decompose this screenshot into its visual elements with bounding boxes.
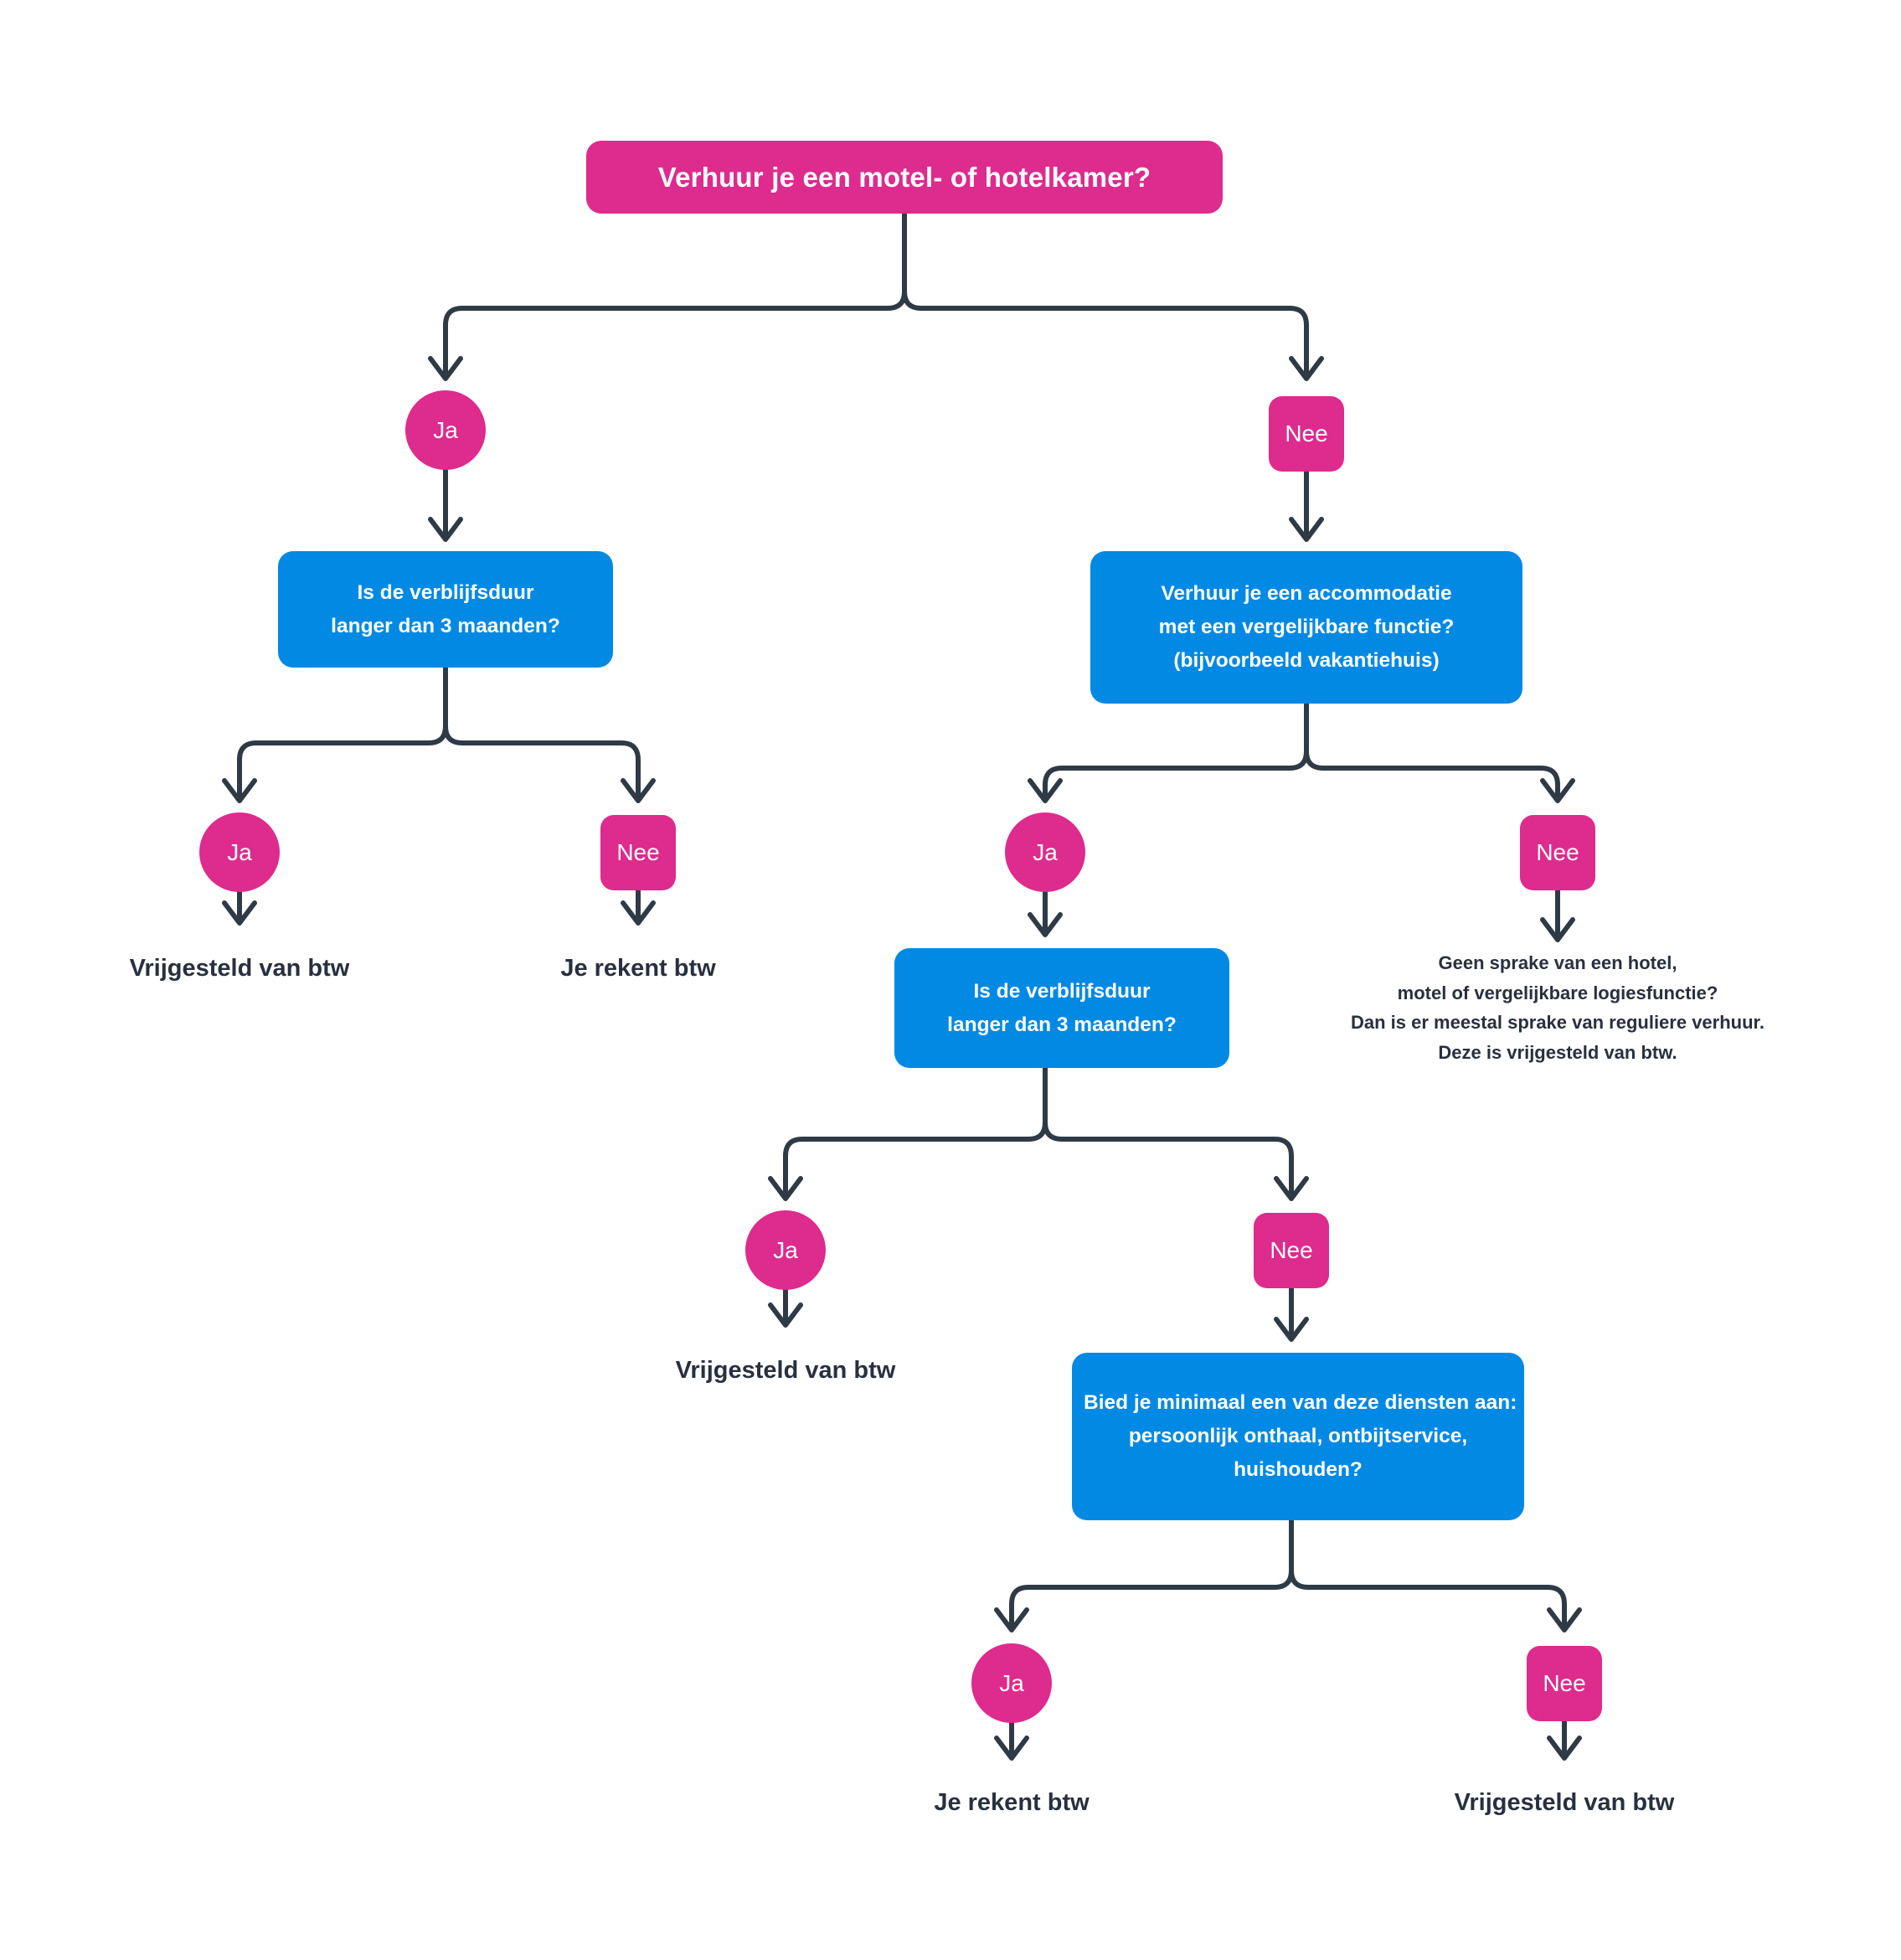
branch-label-nee-diensten[interactable]: Nee xyxy=(1527,1646,1602,1721)
decision-text: Bied je minimaal een van deze diensten a… xyxy=(1084,1391,1517,1481)
decision-text: Is de verblijfsduur langer dan 3 maanden… xyxy=(947,979,1177,1036)
outcome-vrijgesteld-left: Vrijgesteld van btw xyxy=(129,955,350,982)
root-question-banner[interactable]: Verhuur je een motel- of hotelkamer? xyxy=(586,141,1223,214)
branch-label-ja-verblijfsduur-mid[interactable]: Ja xyxy=(745,1210,826,1290)
decision-verblijfsduur-mid[interactable]: Is de verblijfsduur langer dan 3 maanden… xyxy=(894,948,1229,1068)
branch-label-nee-root[interactable]: Nee xyxy=(1269,396,1344,472)
outcome-vrijgesteld-mid: Vrijgesteld van btw xyxy=(675,1357,896,1384)
note-geen-hotel: Geen sprake van een hotel, motel of verg… xyxy=(1350,952,1765,1063)
branch-label-ja-root[interactable]: Ja xyxy=(405,390,486,470)
decision-text: Verhuur je een accommodatie met een verg… xyxy=(1158,582,1455,672)
outcome-rekent-bottom: Je rekent btw xyxy=(934,1789,1090,1816)
branch-label-nee-verblijfsduur-left[interactable]: Nee xyxy=(600,815,676,890)
branch-label-ja-diensten[interactable]: Ja xyxy=(971,1643,1052,1723)
outcome-rekent-left: Je rekent btw xyxy=(560,955,716,982)
decision-text: Is de verblijfsduur langer dan 3 maanden… xyxy=(331,580,560,637)
decision-diensten[interactable]: Bied je minimaal een van deze diensten a… xyxy=(1072,1353,1524,1520)
outcome-vrijgesteld-bottom: Vrijgesteld van btw xyxy=(1454,1789,1675,1816)
branch-label-nee-verblijfsduur-mid[interactable]: Nee xyxy=(1254,1213,1329,1288)
branch-label-nee-accommodatie[interactable]: Nee xyxy=(1520,815,1595,890)
decision-accommodatie[interactable]: Verhuur je een accommodatie met een verg… xyxy=(1090,551,1522,704)
decision-verblijfsduur-left[interactable]: Is de verblijfsduur langer dan 3 maanden… xyxy=(278,551,613,668)
branch-label-ja-accommodatie[interactable]: Ja xyxy=(1005,812,1085,892)
branch-label-ja-verblijfsduur-left[interactable]: Ja xyxy=(199,812,280,892)
